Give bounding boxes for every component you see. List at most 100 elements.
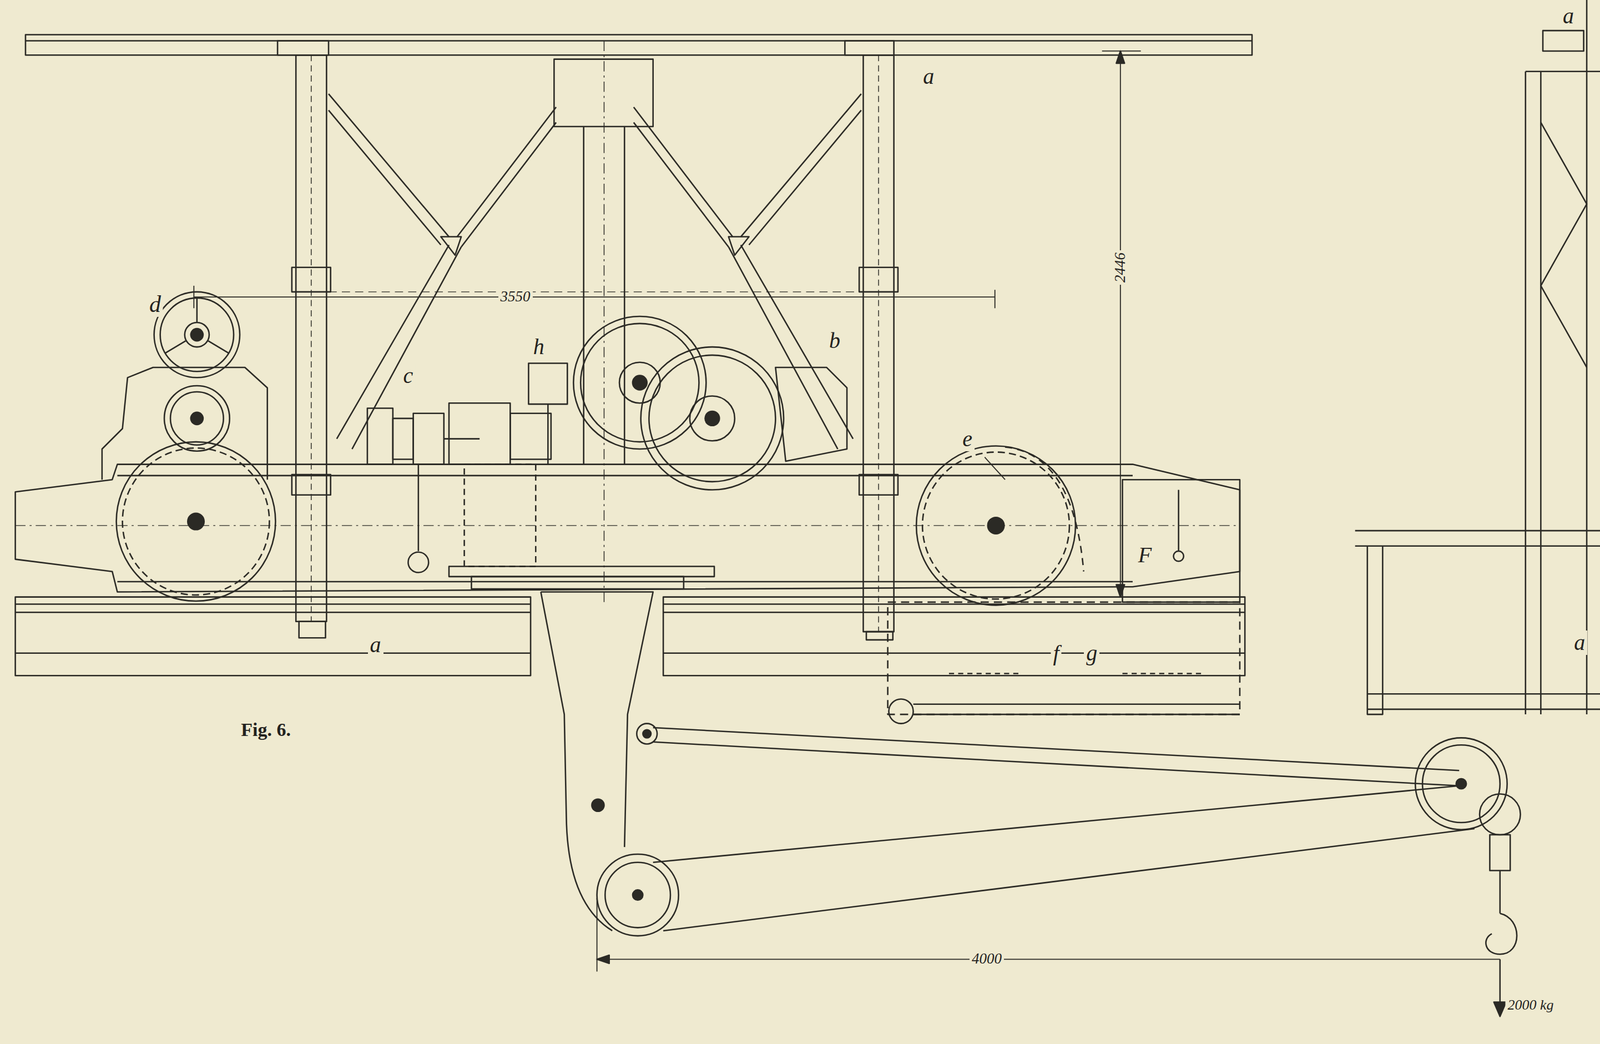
drawing-stroke bbox=[471, 576, 684, 589]
drawing-stroke bbox=[1355, 530, 1600, 715]
drawing-stroke bbox=[1499, 870, 1502, 913]
drawing-stroke bbox=[1479, 794, 1521, 836]
drawing-stroke bbox=[994, 289, 996, 309]
drawing-stroke bbox=[663, 603, 1245, 605]
drawing-stroke bbox=[1177, 490, 1180, 552]
drawing-stroke bbox=[164, 385, 230, 452]
part-letter: b bbox=[826, 328, 843, 353]
dimension-value: 3550 bbox=[498, 288, 533, 306]
drawing-stroke bbox=[653, 742, 1460, 786]
drawing-stroke bbox=[1422, 744, 1501, 823]
drawing-stroke bbox=[663, 597, 1245, 676]
drawing-stroke bbox=[888, 699, 913, 724]
drawing-stroke bbox=[582, 126, 585, 465]
drawing-stroke bbox=[1116, 51, 1125, 64]
load-value: 2000 kg bbox=[1505, 997, 1556, 1014]
drawing-stroke bbox=[636, 723, 658, 745]
part-letter: a bbox=[1571, 630, 1588, 655]
part-letter: a bbox=[1560, 3, 1577, 29]
drawing-group bbox=[15, 0, 1600, 1017]
drawing-stroke bbox=[987, 517, 1004, 534]
drawing-stroke bbox=[102, 367, 268, 480]
drawing-stroke bbox=[1415, 737, 1507, 830]
drawing-stroke bbox=[328, 93, 449, 237]
drawing-stroke bbox=[642, 729, 651, 739]
drawing-stroke bbox=[949, 672, 1205, 675]
part-letter: h bbox=[531, 334, 547, 360]
drawing-stroke bbox=[291, 267, 331, 292]
drawing-stroke bbox=[440, 236, 462, 256]
drawing-stroke bbox=[160, 298, 234, 372]
drawing-stroke bbox=[464, 464, 537, 567]
drawing-stroke bbox=[1173, 551, 1184, 562]
drawing-stroke bbox=[190, 412, 204, 425]
drawing-stroke bbox=[633, 122, 729, 247]
dimension-value: 4000 bbox=[969, 951, 1004, 968]
drawing-stroke bbox=[984, 457, 1006, 480]
drawing-stroke bbox=[116, 441, 276, 602]
drawing-stroke bbox=[328, 291, 863, 292]
drawing-stroke bbox=[604, 862, 671, 928]
drawing-stroke bbox=[15, 652, 532, 654]
drawing-stroke bbox=[1489, 834, 1511, 871]
drawing-stroke bbox=[619, 362, 661, 404]
drawing-stroke bbox=[862, 54, 894, 632]
drawing-stroke bbox=[117, 475, 1133, 477]
drawing-stroke bbox=[413, 413, 444, 465]
drawing-stroke bbox=[417, 464, 420, 552]
drawing-stroke bbox=[916, 446, 1076, 606]
drawing-stroke bbox=[705, 411, 720, 426]
drawing-stroke bbox=[208, 340, 229, 353]
drawing-stroke bbox=[663, 828, 1475, 931]
drawing-stroke bbox=[623, 126, 626, 465]
drawing-stroke bbox=[663, 611, 1245, 614]
drawing-stroke bbox=[1540, 122, 1587, 368]
drawing-stroke bbox=[632, 375, 648, 391]
drawing-stroke bbox=[1119, 51, 1122, 598]
drawing-stroke bbox=[457, 107, 557, 237]
drawing-stroke bbox=[196, 298, 199, 323]
drawing-stroke bbox=[295, 54, 327, 622]
drawing-stroke bbox=[640, 346, 784, 490]
drawing-stroke bbox=[1540, 71, 1542, 715]
part-letter: g bbox=[1083, 640, 1100, 666]
drawing-stroke bbox=[15, 611, 532, 614]
drawing-stroke bbox=[597, 958, 1501, 960]
drawing-stroke bbox=[190, 328, 204, 341]
drawing-stroke bbox=[1122, 479, 1240, 603]
drawing-stroke bbox=[25, 34, 1253, 56]
drawing-stroke bbox=[653, 785, 1460, 863]
drawing-stroke bbox=[859, 474, 898, 496]
drawing-stroke bbox=[663, 652, 1245, 654]
part-letter: e bbox=[960, 426, 975, 452]
drawing-stroke bbox=[866, 631, 893, 640]
drawing-stroke bbox=[15, 603, 532, 605]
drawing-stroke bbox=[922, 452, 1070, 600]
drawing-stroke bbox=[591, 799, 604, 812]
drawing-stroke bbox=[122, 447, 270, 595]
drawing-stroke bbox=[510, 413, 552, 460]
drawing-stroke bbox=[749, 110, 862, 246]
drawing-stroke bbox=[580, 323, 699, 442]
drawing-stroke bbox=[291, 474, 331, 496]
drawing-stroke bbox=[328, 110, 441, 246]
drawing-stroke bbox=[1485, 913, 1517, 955]
drawing-stroke bbox=[1005, 446, 1084, 572]
drawing-stroke bbox=[689, 395, 735, 441]
drawing-stroke bbox=[540, 591, 653, 847]
drawing-stroke bbox=[603, 41, 605, 603]
drawing-stroke bbox=[25, 39, 1253, 42]
drawing-stroke bbox=[887, 602, 1240, 715]
part-letter: d bbox=[147, 291, 164, 317]
part-letter: f bbox=[1050, 640, 1062, 666]
drawing-stroke bbox=[1525, 70, 1600, 73]
drawing-stroke bbox=[547, 404, 549, 464]
drawing-stroke bbox=[448, 566, 715, 577]
drawing-stroke bbox=[1493, 1002, 1507, 1017]
drawing-stroke bbox=[633, 107, 733, 237]
drawing-stroke bbox=[844, 41, 894, 56]
drawing-stroke bbox=[193, 285, 195, 309]
drawing-stroke bbox=[597, 955, 610, 964]
